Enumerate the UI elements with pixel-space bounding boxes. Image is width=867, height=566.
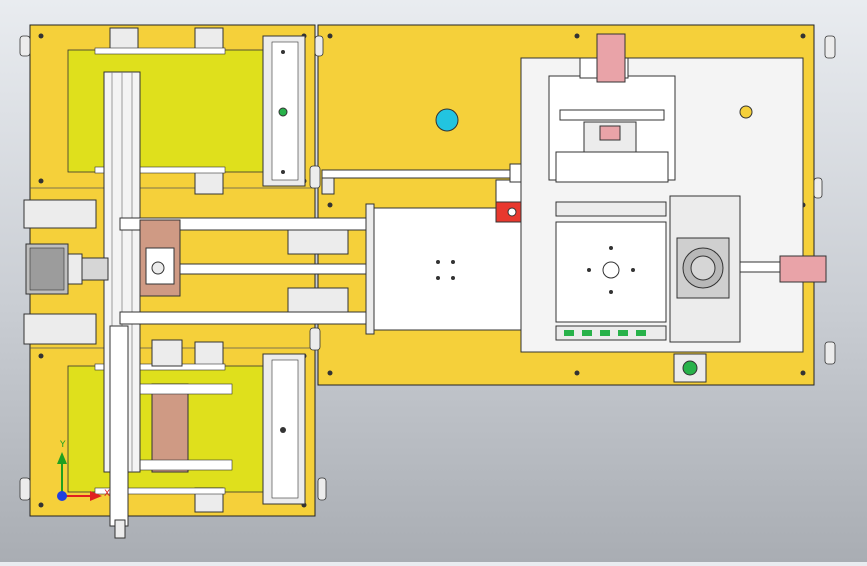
axis-label-y: Y (60, 440, 66, 450)
gripper-module (669, 195, 827, 343)
right-module-plate (520, 33, 804, 353)
servo-motor (23, 199, 109, 345)
transfer-rails (119, 217, 376, 325)
coordinate-triad (57, 452, 102, 501)
vertical-linear-axis (103, 71, 141, 539)
cyan-marker (435, 108, 459, 132)
leveling-feet (19, 35, 836, 501)
axis-label-x: X (104, 489, 111, 499)
slide-table (365, 203, 523, 335)
start-button (673, 353, 707, 383)
